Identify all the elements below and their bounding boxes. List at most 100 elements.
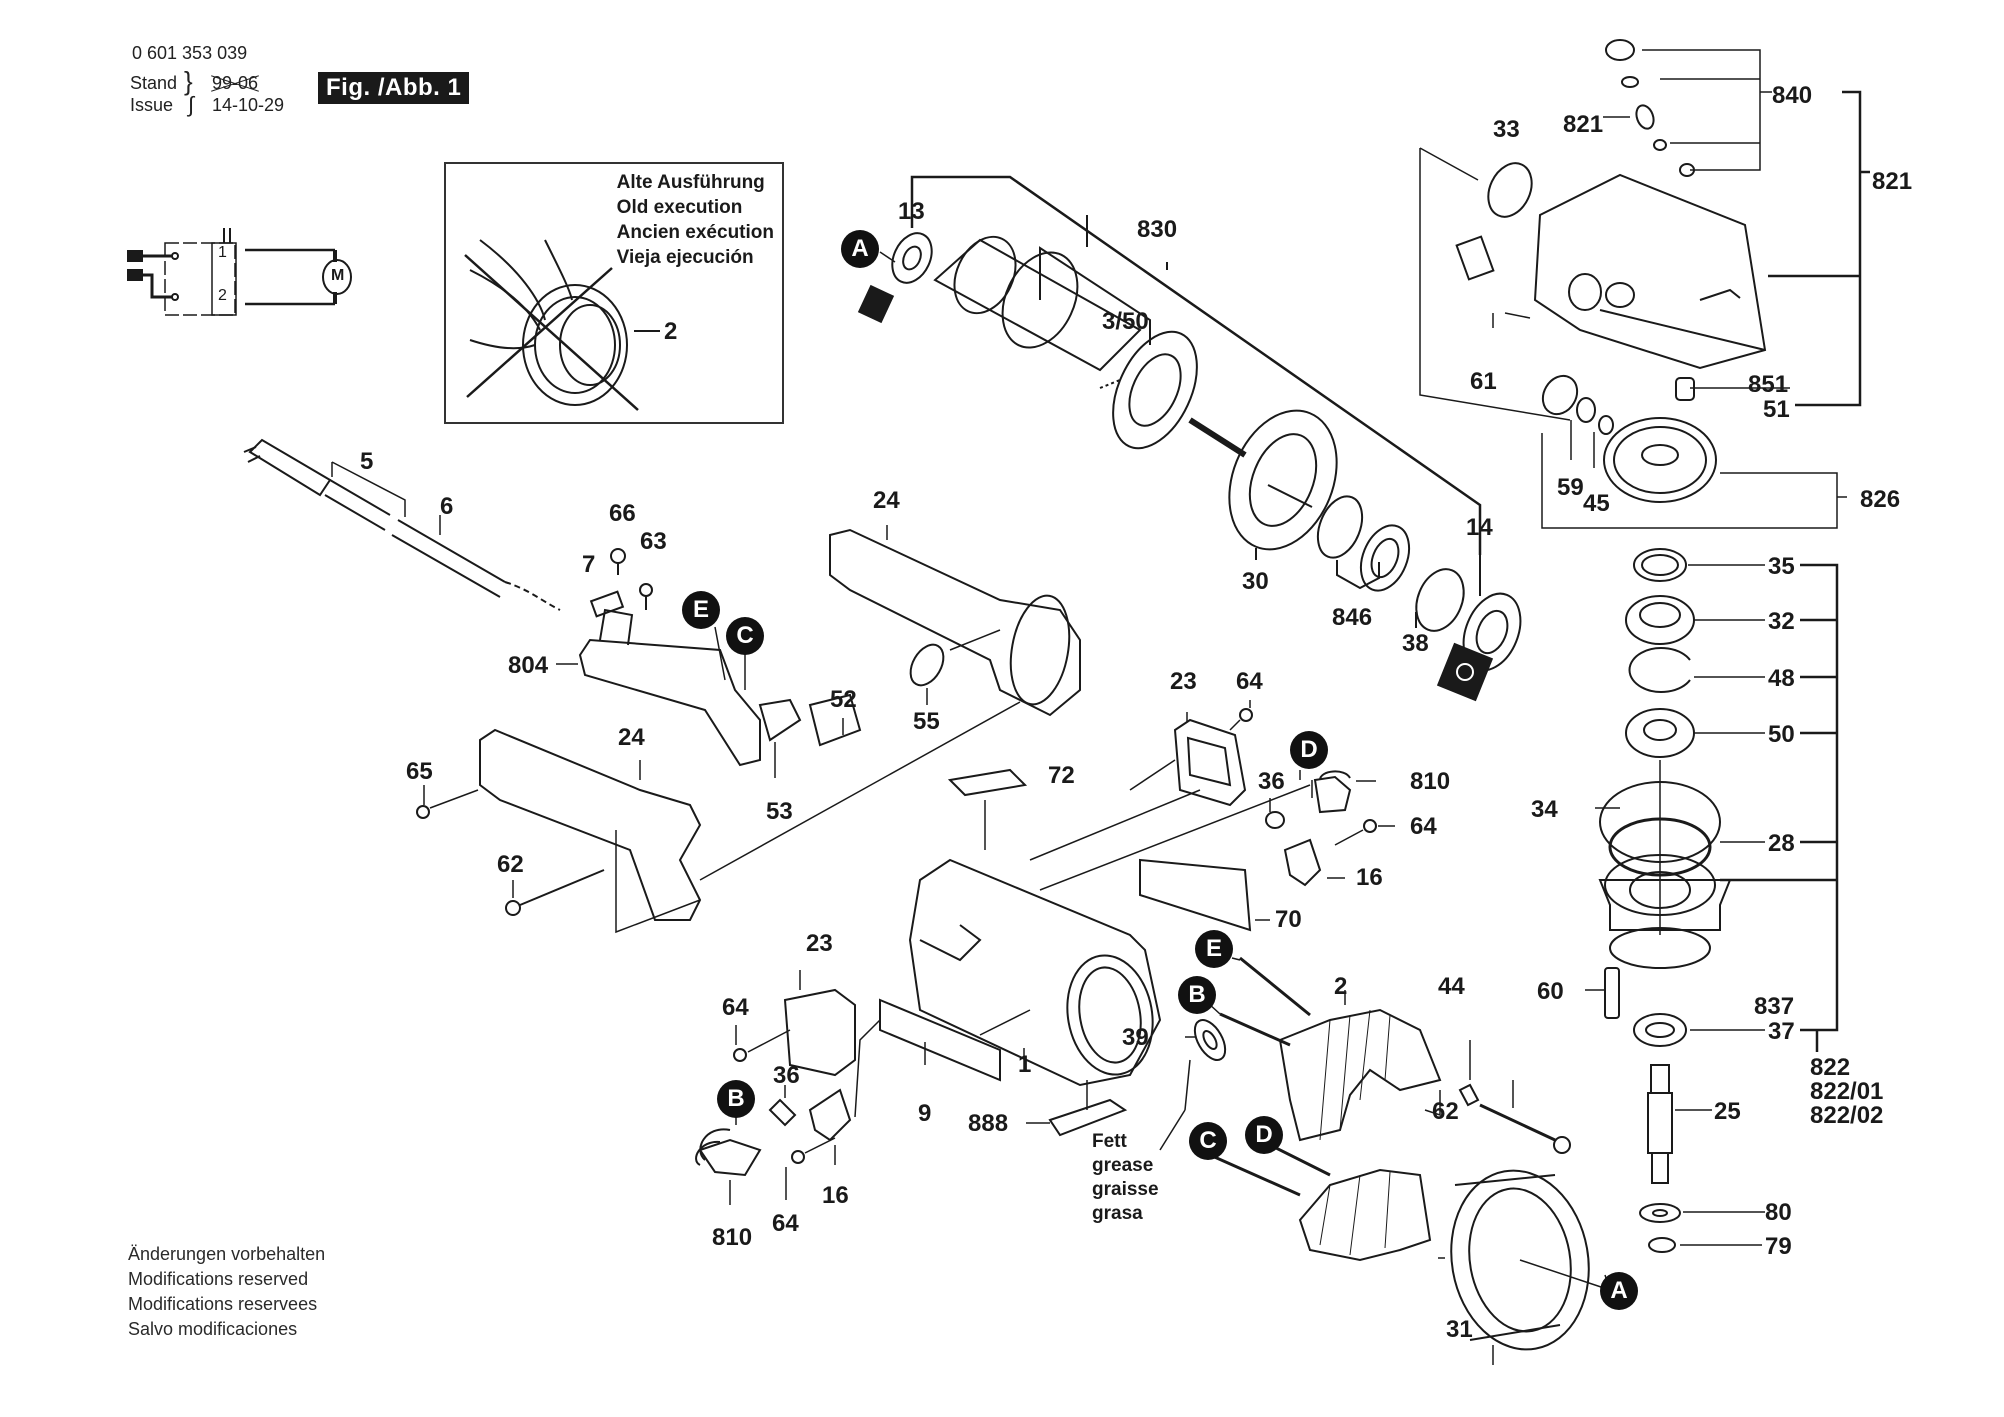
notice-en: Modifications reserved [128,1269,309,1289]
notice-es: Salvo modificaciones [128,1319,298,1339]
issue-label: Issue [130,95,174,115]
marker-e-switch: E [682,591,720,629]
marker-a-housing: A [1600,1272,1638,1310]
marker-d-brush: D [1290,731,1328,769]
part-label-65: 65 [406,758,433,785]
part-label-52: 52 [830,686,857,713]
part-label-33: 33 [1493,116,1520,143]
part-label-37: 37 [1768,1018,1795,1045]
part-label-66: 66 [609,500,636,527]
part-label-16-upper: 16 [1356,864,1383,891]
spindle-stack [1585,548,1839,1253]
part-label-851: 851 [1748,371,1789,398]
part-label-9: 9 [918,1100,932,1127]
grease-note-en: grease [1092,1155,1154,1176]
grease-note-es: grasa [1092,1203,1143,1224]
part-label-6: 6 [440,493,454,520]
gear-head-assembly [1419,39,1870,529]
part-label-51: 51 [1763,396,1790,423]
part-label-1: 1 [1018,1051,1032,1078]
part-label-59: 59 [1557,474,1584,501]
marker-b-winding: B [1178,976,1216,1014]
old-execution-es: Vieja ejecución [616,247,754,268]
field-windings [1159,956,1611,1365]
marker-a-armature: A [841,230,879,268]
part-label-810-upper: 810 [1410,768,1451,795]
part-label-36-lower: 36 [773,1062,800,1089]
power-cord [243,438,561,611]
part-label-31: 31 [1446,1316,1473,1343]
part-label-822-02: 822/02 [1810,1102,1884,1129]
stand-label: Stand [130,73,178,93]
part-label-32: 32 [1768,608,1795,635]
part-label-35: 35 [1768,553,1795,580]
part-label-64-lower-top: 64 [722,994,749,1021]
part-label-14: 14 [1466,514,1493,541]
marker-b-brush: B [717,1080,755,1118]
old-execution-text: Alte Ausführung Old execution Ancien exé… [617,170,774,270]
grease-note-de: Fett [1092,1131,1127,1152]
old-execution-fr: Ancien exécution [616,222,774,243]
part-label-36-upper: 36 [1258,768,1285,795]
part-label-72: 72 [1048,762,1075,789]
part-label-846: 846 [1332,604,1373,631]
part-label-822-01: 822/01 [1810,1078,1884,1105]
part-label-55: 55 [913,708,940,735]
wiring-diagram [127,228,352,316]
part-label-79: 79 [1765,1233,1792,1260]
part-label-24-lower: 24 [618,724,645,751]
terminal-1-label: 1 [218,244,227,261]
part-label-45: 45 [1583,490,1610,517]
bearing-stack-armature [1228,409,1522,702]
terminal-2-label: 2 [218,287,227,304]
part-label-23-upper: 23 [1170,668,1197,695]
part-label-64-upper: 64 [1236,668,1263,695]
part-label-5: 5 [360,448,374,475]
part-label-830: 830 [1137,216,1178,243]
issue-date: 14-10-29 [212,95,285,115]
old-stator-crossed [464,239,660,411]
old-execution-de: Alte Ausführung [616,172,765,193]
part-label-38: 38 [1402,630,1429,657]
part-label-821-housing: 821 [1872,168,1913,195]
handle-half-upper [699,525,1081,881]
part-label-62-winding: 62 [1432,1098,1459,1125]
part-label-70: 70 [1275,906,1302,933]
figure-label: Fig. /Abb. 1 [318,72,470,104]
marker-e-winding: E [1195,930,1233,968]
part-label-44: 44 [1438,973,1465,1000]
part-label-63: 63 [640,528,667,555]
part-label-30: 30 [1242,568,1269,595]
part-label-28: 28 [1768,830,1795,857]
part-label-888: 888 [968,1110,1009,1137]
notice-de: Änderungen vorbehalten [128,1244,326,1264]
part-label-62-handle: 62 [497,851,524,878]
part-label-804: 804 [508,652,549,679]
old-stator-part-label: 2 [664,318,678,345]
motor-housing [879,768,1311,1137]
grease-note: Fett grease graisse grasa [1092,1130,1159,1226]
part-label-61: 61 [1470,368,1497,395]
part-label-39: 39 [1122,1024,1149,1051]
modifications-notice: Änderungen vorbehalten Modifications res… [128,1242,325,1342]
brace-icon: } [184,66,193,96]
part-label-25: 25 [1714,1098,1741,1125]
motor-icon: M [331,267,345,284]
part-label-7: 7 [582,551,596,578]
part-label-80: 80 [1765,1199,1792,1226]
stand-date-struck: 99-06 [212,73,259,93]
part-label-50: 50 [1768,721,1795,748]
part-label-60: 60 [1537,978,1564,1005]
brush-holder-lower [695,970,881,1205]
part-label-64-right: 64 [1410,813,1437,840]
part-label-821-knob: 821 [1563,111,1604,138]
marker-leaders [714,251,1611,1291]
marker-c-winding: C [1189,1122,1227,1160]
part-number: 0 601 353 039 [132,43,248,63]
part-label-48: 48 [1768,665,1795,692]
notice-fr: Modifications reservees [128,1294,318,1314]
part-label-3-50: 3/50 [1102,308,1149,335]
armature [857,175,1482,555]
part-label-2: 2 [1334,973,1348,1000]
brush-holder-upper [1129,700,1395,887]
